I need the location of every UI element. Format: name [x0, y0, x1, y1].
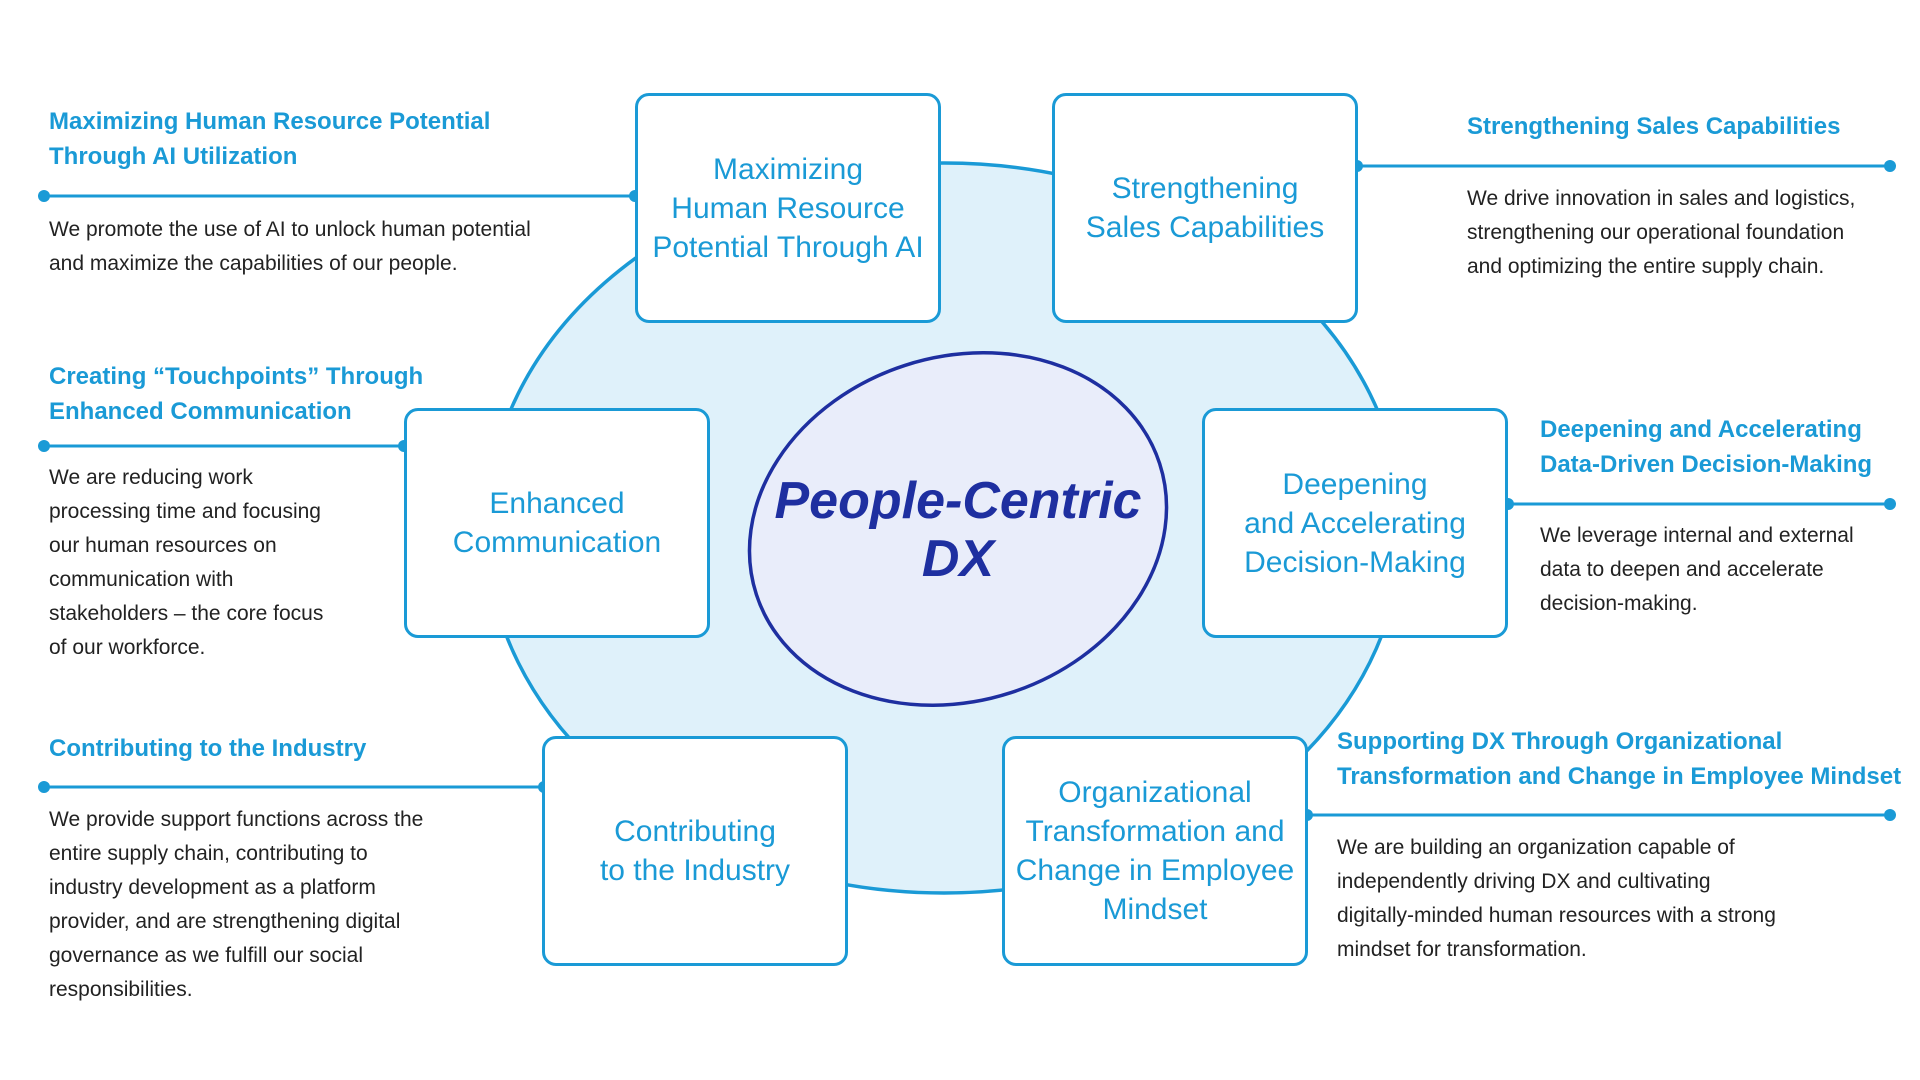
callout-organization-text: We are building an organization capable … — [1337, 836, 1776, 962]
connector-dot — [1884, 498, 1896, 510]
callout-communication-heading: Creating “Touchpoints” Through Enhanced … — [49, 363, 424, 425]
connector-dot — [38, 440, 50, 452]
connector-dot — [38, 190, 50, 202]
callout-industry-text: We provide support functions across the … — [49, 808, 424, 1002]
connector-dot — [1884, 160, 1896, 172]
box-decision: Deepening and Accelerating Decision-Maki… — [1202, 408, 1508, 638]
box-organization: Organizational Transformation and Change… — [1002, 736, 1308, 966]
box-sales: Strengthening Sales Capabilities — [1052, 93, 1358, 323]
center-title: People-Centric DX — [774, 471, 1142, 588]
callout-ai-heading: Maximizing Human Resource Potential Thro… — [49, 108, 491, 170]
connector-dot — [1884, 809, 1896, 821]
box-communication: Enhanced Communication — [404, 408, 710, 638]
callout-decision-heading: Deepening and Accelerating Data-Driven D… — [1540, 416, 1873, 478]
callout-ai-text: We promote the use of AI to unlock human… — [49, 218, 531, 276]
callout-communication-text: We are reducing work processing time and… — [49, 466, 324, 660]
callout-organization-heading: Supporting DX Through Organizational Tra… — [1337, 728, 1902, 790]
callout-industry-heading: Contributing to the Industry — [49, 735, 367, 762]
center-ellipse-shape — [747, 351, 1169, 707]
callout-sales-text: We drive innovation in sales and logisti… — [1467, 187, 1856, 279]
box-industry: Contributing to the Industry — [542, 736, 848, 966]
callout-decision-text: We leverage internal and external data t… — [1540, 524, 1854, 616]
callout-sales-heading: Strengthening Sales Capabilities — [1467, 113, 1841, 140]
connector-dot — [38, 781, 50, 793]
box-ai: Maximizing Human Resource Potential Thro… — [635, 93, 941, 323]
